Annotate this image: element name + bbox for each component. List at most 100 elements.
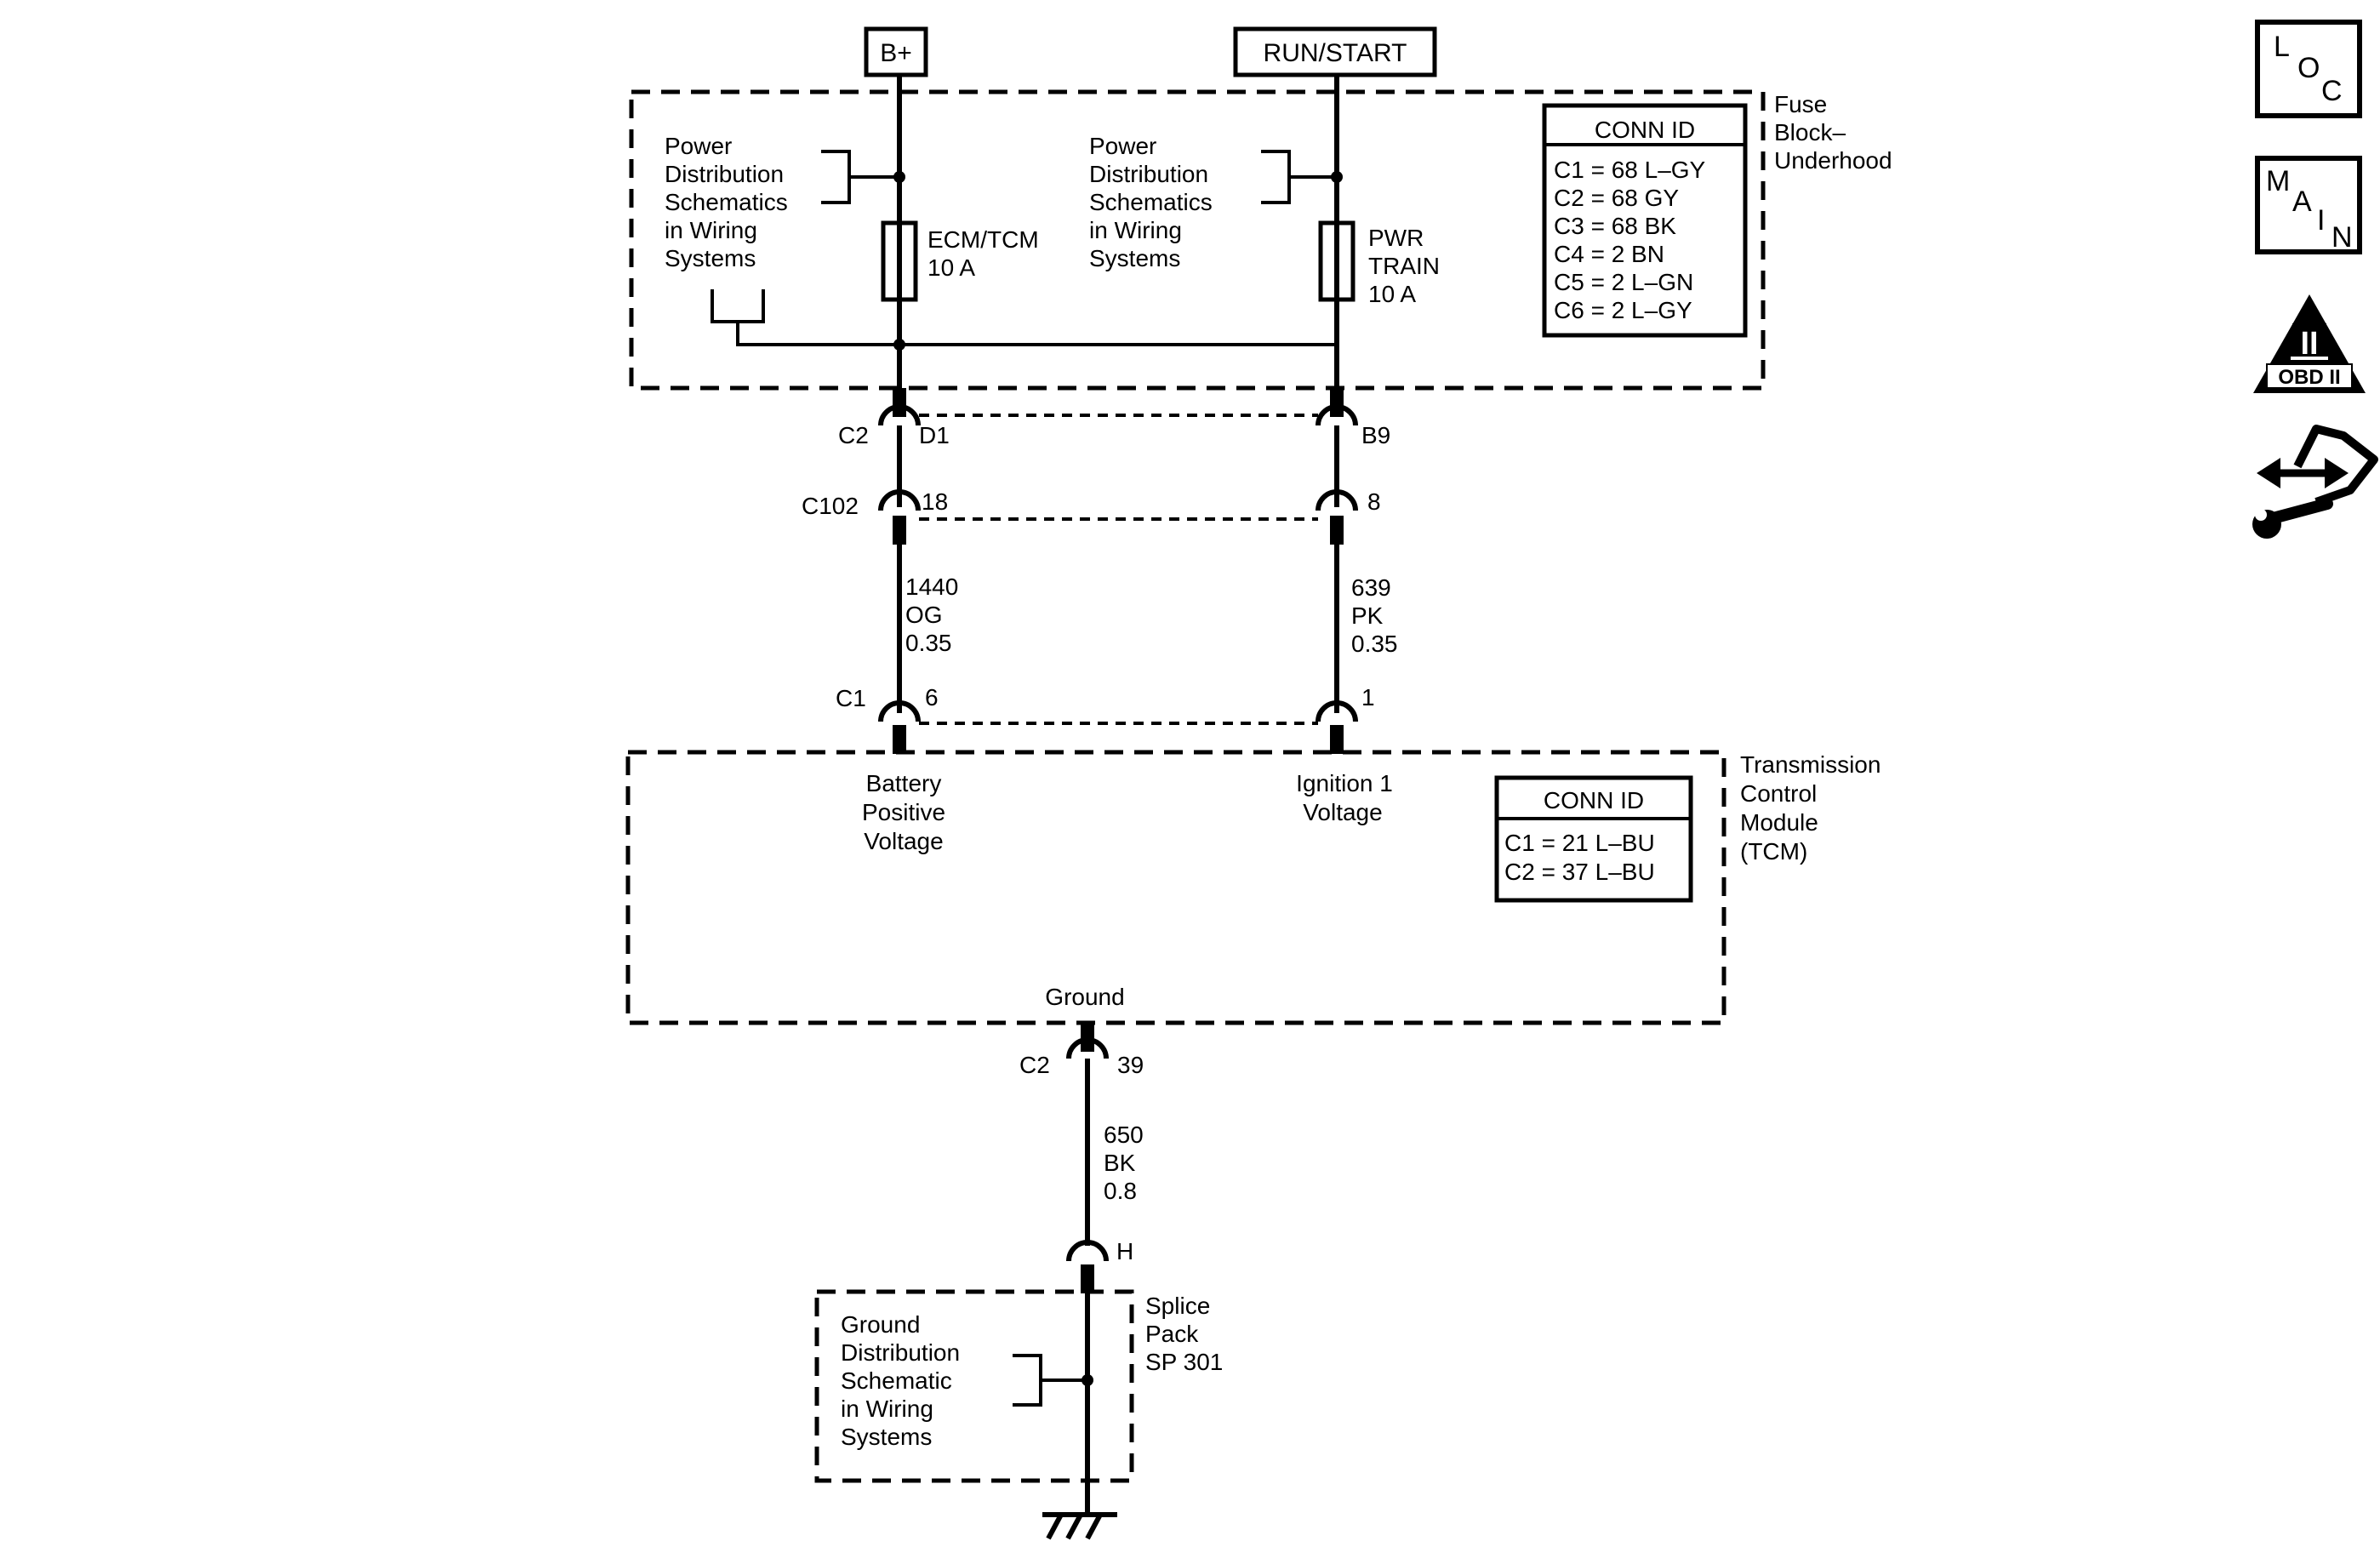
connector-c102-label: C102 <box>802 493 859 519</box>
conn-id-c2: C2 = 37 L–BU <box>1504 859 1655 885</box>
conn-id-c5: C5 = 2 L–GN <box>1554 269 1693 295</box>
tcm-outline <box>625 750 1726 1025</box>
svg-text:Block–: Block– <box>1774 119 1846 146</box>
svg-text:Ignition 1: Ignition 1 <box>1296 770 1393 796</box>
svg-text:M: M <box>2266 165 2290 197</box>
svg-text:Voltage: Voltage <box>1303 799 1382 825</box>
pin-h-label: H <box>1116 1238 1133 1264</box>
splice-dot <box>1082 1374 1093 1386</box>
svg-text:Module: Module <box>1740 809 1818 836</box>
ground-distribution-ref: Ground Distribution Schematic in Wiring … <box>841 1311 1087 1450</box>
run-start-label: RUN/START <box>1264 39 1407 67</box>
svg-text:in Wiring: in Wiring <box>665 217 757 243</box>
fuse-pwr-train: PWR TRAIN 10 A <box>1318 220 1440 307</box>
ground-symbol-icon <box>1042 1512 1117 1540</box>
bplus-label: B+ <box>880 39 912 67</box>
fuse-block-bus <box>711 289 1337 351</box>
svg-text:650: 650 <box>1104 1122 1144 1148</box>
fuse-ecm-tcm: ECM/TCM 10 A <box>881 220 1039 302</box>
svg-text:Control: Control <box>1740 780 1817 807</box>
connector-c102: C102 18 8 <box>802 488 1381 545</box>
circuit-639-label: 639 PK 0.35 <box>1351 574 1398 657</box>
splice-dot <box>893 171 905 183</box>
svg-text:PK: PK <box>1351 602 1384 629</box>
bplus-source: B+ <box>864 26 928 77</box>
pin-8-label: 8 <box>1367 488 1381 515</box>
svg-text:0.35: 0.35 <box>905 630 952 656</box>
conn-id-c6: C6 = 2 L–GY <box>1554 297 1692 323</box>
conn-id-c1: C1 = 21 L–BU <box>1504 830 1655 856</box>
svg-text:in Wiring: in Wiring <box>841 1396 933 1422</box>
svg-text:Fuse: Fuse <box>1774 91 1827 117</box>
svg-text:SP 301: SP 301 <box>1145 1349 1223 1375</box>
circuit-650-label: 650 BK 0.8 <box>1104 1122 1144 1204</box>
fuse-ecm-tcm-label: ECM/TCM <box>927 226 1039 253</box>
ignition-1-voltage-label: Ignition 1 Voltage <box>1296 770 1393 825</box>
fuse-pwr-train-rating: 10 A <box>1368 281 1416 307</box>
svg-text:in Wiring: in Wiring <box>1089 217 1182 243</box>
connector-c2-fuse-block: C2 D1 B9 <box>838 388 1390 448</box>
run-start-source: RUN/START <box>1233 26 1437 77</box>
splice-pack-name: Splice Pack SP 301 <box>1145 1293 1223 1375</box>
connector-c2-label: C2 <box>838 422 869 448</box>
connector-splice-h: H <box>1066 1238 1133 1293</box>
diagnostic-connector-icon[interactable] <box>2252 425 2378 539</box>
battery-positive-voltage-label: Battery Positive Voltage <box>862 770 945 854</box>
svg-text:Power: Power <box>665 133 732 159</box>
svg-text:A: A <box>2292 186 2312 218</box>
svg-text:Schematics: Schematics <box>665 189 788 215</box>
connector-c1-label: C1 <box>836 685 866 711</box>
svg-text:O: O <box>2297 52 2320 84</box>
svg-text:L: L <box>2274 31 2290 63</box>
conn-id-c2: C2 = 68 GY <box>1554 185 1679 211</box>
fuse-block-outline <box>629 89 1766 391</box>
pin-b9-label: B9 <box>1361 422 1390 448</box>
ground-label: Ground <box>1045 984 1124 1010</box>
fuse-ecm-tcm-rating: 10 A <box>927 254 975 281</box>
svg-text:Systems: Systems <box>665 245 756 271</box>
svg-text:I: I <box>2317 204 2325 237</box>
connector-c1-tcm: C1 6 1 <box>836 684 1375 754</box>
obd-ii-icon[interactable]: II OBD II <box>2253 294 2366 393</box>
connector-c2-label: C2 <box>1019 1052 1050 1078</box>
svg-text:Positive: Positive <box>862 799 945 825</box>
svg-text:639: 639 <box>1351 574 1391 601</box>
tcm-conn-id-box: CONN ID C1 = 21 L–BU C2 = 37 L–BU <box>1494 775 1693 903</box>
power-distribution-ref-left: Power Distribution Schematics in Wiring … <box>665 133 900 271</box>
conn-id-c3: C3 = 68 BK <box>1554 213 1676 239</box>
svg-text:OG: OG <box>905 602 943 628</box>
svg-text:Pack: Pack <box>1145 1321 1199 1347</box>
svg-text:Transmission: Transmission <box>1740 751 1881 778</box>
main-icon[interactable]: M A I N <box>2255 156 2362 254</box>
splice-pack-outline <box>814 1289 1134 1483</box>
svg-text:Splice: Splice <box>1145 1293 1210 1319</box>
svg-text:0.35: 0.35 <box>1351 631 1398 657</box>
svg-text:0.8: 0.8 <box>1104 1178 1137 1204</box>
pin-18-label: 18 <box>922 488 948 515</box>
power-distribution-ref-right: Power Distribution Schematics in Wiring … <box>1089 133 1336 271</box>
tcm-name: Transmission Control Module (TCM) <box>1740 751 1881 865</box>
loc-icon[interactable]: L O C <box>2255 20 2362 118</box>
circuit-1440-label: 1440 OG 0.35 <box>905 574 958 656</box>
svg-text:C: C <box>2321 75 2343 107</box>
fuse-block-name: Fuse Block– Underhood <box>1774 91 1892 174</box>
svg-text:Systems: Systems <box>841 1424 932 1450</box>
svg-text:OBD II: OBD II <box>2278 366 2340 389</box>
svg-text:BK: BK <box>1104 1150 1136 1176</box>
svg-text:Distribution: Distribution <box>1089 161 1208 187</box>
fuse-pwr-train-label: TRAIN <box>1368 253 1440 279</box>
pin-d1-label: D1 <box>919 422 950 448</box>
fuse-block-conn-id-box: CONN ID C1 = 68 L–GY C2 = 68 GY C3 = 68 … <box>1542 103 1748 338</box>
svg-text:Power: Power <box>1089 133 1156 159</box>
svg-text:Distribution: Distribution <box>841 1339 960 1366</box>
conn-id-c4: C4 = 2 BN <box>1554 241 1664 267</box>
svg-text:Schematics: Schematics <box>1089 189 1213 215</box>
pin-6-label: 6 <box>925 684 939 711</box>
svg-text:(TCM): (TCM) <box>1740 838 1807 865</box>
svg-text:Ground: Ground <box>841 1311 920 1338</box>
svg-text:Distribution: Distribution <box>665 161 784 187</box>
splice-dot <box>1331 171 1343 183</box>
conn-id-title: CONN ID <box>1544 787 1644 813</box>
connector-c2-tcm-ground: C2 39 <box>1019 1021 1144 1078</box>
